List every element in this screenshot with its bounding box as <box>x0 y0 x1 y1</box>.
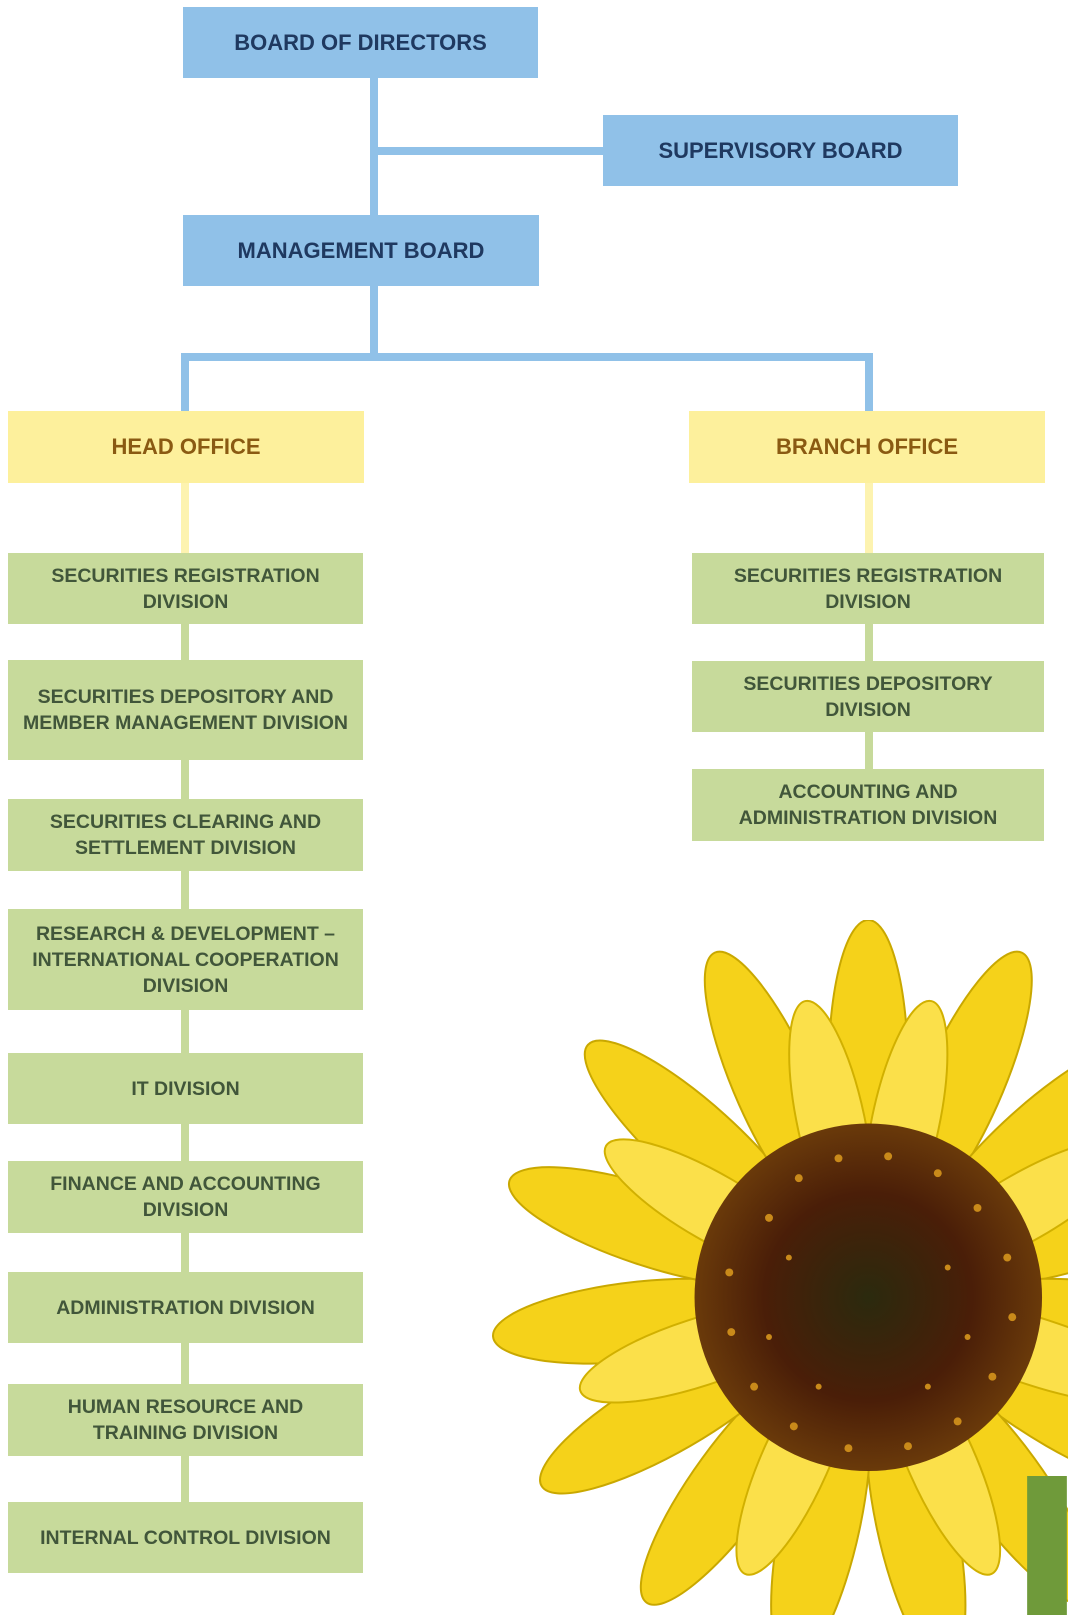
head-division-box: IT DIVISION <box>8 1053 363 1124</box>
connector-line <box>181 483 189 553</box>
head-division-box: INTERNAL CONTROL DIVISION <box>8 1502 363 1573</box>
board-of-directors-box: BOARD OF DIRECTORS <box>183 7 538 78</box>
head-division-box: SECURITIES CLEARING AND SETTLEMENT DIVIS… <box>8 799 363 871</box>
branch-division-box: SECURITIES REGISTRATION DIVISION <box>692 553 1044 624</box>
head-division-box: SECURITIES REGISTRATION DIVISION <box>8 553 363 624</box>
branch-office-box: BRANCH OFFICE <box>689 411 1045 483</box>
connector-line <box>181 353 189 418</box>
connector-line <box>865 483 873 553</box>
connector-line <box>370 147 609 155</box>
head-division-box: RESEARCH & DEVELOPMENT – INTERNATIONAL C… <box>8 909 363 1010</box>
head-division-box: ADMINISTRATION DIVISION <box>8 1272 363 1343</box>
supervisory-board-box: SUPERVISORY BOARD <box>603 115 958 186</box>
connector-line <box>370 286 378 358</box>
head-division-box: SECURITIES DEPOSITORY AND MEMBER MANAGEM… <box>8 660 363 760</box>
branch-division-box: SECURITIES DEPOSITORY DIVISION <box>692 661 1044 732</box>
sunflower-image <box>470 919 1068 1620</box>
head-division-box: HUMAN RESOURCE AND TRAINING DIVISION <box>8 1384 363 1456</box>
connector-line <box>181 353 873 361</box>
head-office-box: HEAD OFFICE <box>8 411 364 483</box>
branch-division-box: ACCOUNTING AND ADMINISTRATION DIVISION <box>692 769 1044 841</box>
connector-line <box>865 353 873 418</box>
management-board-box: MANAGEMENT BOARD <box>183 215 539 286</box>
sunflower-icon <box>492 919 1068 1620</box>
head-division-box: FINANCE AND ACCOUNTING DIVISION <box>8 1161 363 1233</box>
